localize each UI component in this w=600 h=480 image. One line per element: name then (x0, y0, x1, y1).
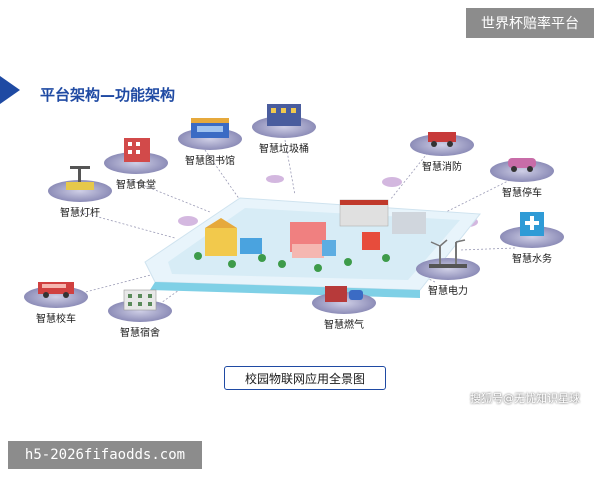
platform-disk (500, 212, 564, 248)
platform-disk (312, 286, 376, 314)
node-smart-canteen: 智慧食堂 (92, 138, 180, 191)
platform-disk (24, 282, 88, 308)
platform-disk (252, 104, 316, 138)
site-url-badge: h5-2026fifaodds.com (8, 441, 202, 469)
fire-icon (428, 132, 456, 147)
node-smart-bus: 智慧校车 (12, 282, 100, 325)
bus-icon (38, 282, 74, 298)
lamp-icon (66, 166, 94, 190)
platform-disk (104, 138, 168, 174)
wind-turbine-icon (429, 239, 467, 268)
platform-disk (48, 166, 112, 202)
canteen-icon (124, 138, 150, 162)
node-smart-fire: 智慧消防 (398, 132, 486, 173)
top-badge: 世界杯赔率平台 (466, 8, 594, 38)
node-label: 智慧垃圾桶 (259, 144, 309, 155)
trash-icon (267, 104, 301, 126)
node-label: 智慧校车 (36, 314, 76, 325)
node-label: 智慧燃气 (324, 320, 364, 331)
library-icon (191, 118, 229, 138)
gas-station-icon (325, 286, 363, 302)
node-label: 智慧消防 (422, 162, 462, 173)
dorm-icon (123, 289, 157, 311)
node-label: 智慧食堂 (116, 180, 156, 191)
platform-disk (416, 239, 480, 280)
water-icon (520, 212, 544, 236)
node-smart-power: 智慧电力 (404, 239, 492, 297)
node-smart-parking: 智慧停车 (478, 158, 566, 199)
node-label: 智慧停车 (502, 188, 542, 199)
platform-disk (178, 118, 242, 150)
node-smart-trash: 智慧垃圾桶 (240, 104, 328, 155)
node-label: 智慧宿舍 (120, 328, 160, 339)
node-smart-lamp: 智慧灯杆 (36, 166, 124, 219)
node-smart-water: 智慧水务 (488, 212, 576, 265)
node-label: 智慧灯杆 (60, 208, 100, 219)
node-smart-library: 智慧图书馆 (166, 118, 254, 167)
node-label: 智慧电力 (428, 286, 468, 297)
platform-disk (108, 289, 172, 322)
section-title: 平台架构—功能架构 (40, 86, 176, 104)
platform-disk (410, 132, 474, 156)
node-label: 智慧图书馆 (185, 156, 235, 167)
node-label: 智慧水务 (512, 254, 552, 265)
node-smart-gas: 智慧燃气 (300, 286, 388, 331)
platform-disk (490, 158, 554, 182)
campus-platform (144, 197, 481, 298)
node-smart-dorm: 智慧宿舍 (96, 289, 184, 339)
diagram-caption: 校园物联网应用全景图 (224, 366, 386, 390)
car-icon (508, 158, 536, 172)
watermark: 搜狐号@无忧知识星球 (470, 392, 580, 405)
title-arrow-icon (0, 76, 20, 104)
